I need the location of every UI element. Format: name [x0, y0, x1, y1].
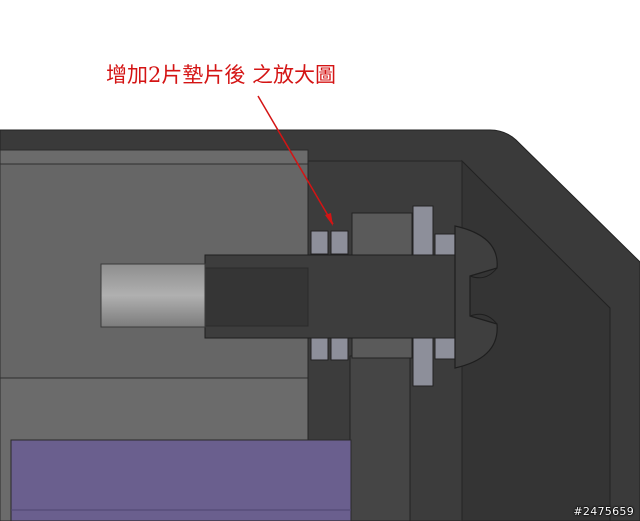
spacer-upper: [351, 212, 413, 256]
washer-upper-2: [330, 230, 349, 255]
nut-upper: [412, 205, 434, 256]
leader-arrow: [257, 95, 334, 225]
washer-lower-1: [310, 337, 329, 361]
nut-lower: [412, 337, 434, 387]
purple-part: [10, 439, 352, 521]
washer-upper-1: [310, 230, 329, 255]
washer-lower-2: [330, 337, 349, 361]
annotation-label: 增加2片墊片後 之放大圖: [106, 63, 337, 87]
lower-post: [349, 355, 411, 521]
leader-arrow-head: [325, 213, 333, 226]
thin-washer-lower: [434, 337, 456, 360]
bolt-shaft-slot: [204, 267, 309, 327]
bolt-head-slot: [469, 267, 498, 325]
guide-pin: [100, 263, 206, 328]
spacer-lower: [351, 337, 413, 359]
watermark-id: #2475659: [573, 505, 634, 518]
thin-washer-upper: [434, 233, 456, 256]
